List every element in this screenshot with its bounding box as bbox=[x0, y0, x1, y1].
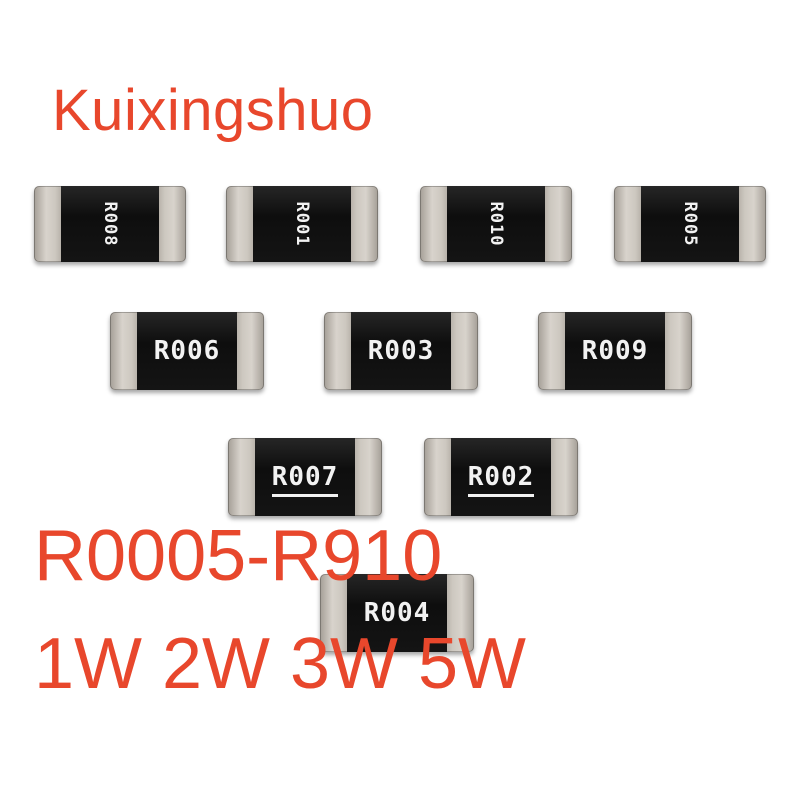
resistor-chip-r010: R010 bbox=[420, 186, 572, 262]
chip-code: R003 bbox=[367, 336, 435, 366]
resistor-chip-r002: R002 bbox=[424, 438, 578, 516]
chip-code: R009 bbox=[581, 336, 649, 366]
chip-code-text: R002 bbox=[467, 462, 535, 497]
resistor-chip-r001: R001 bbox=[226, 186, 378, 262]
brand-title: Kuixingshuo bbox=[52, 78, 374, 143]
resistor-chip-r008: R008 bbox=[34, 186, 186, 262]
chip-code: R004 bbox=[363, 598, 431, 628]
resistor-chip-r009: R009 bbox=[538, 312, 692, 390]
power-rating-text: 1W 2W 3W 5W bbox=[34, 624, 527, 704]
chip-code: R010 bbox=[486, 201, 506, 247]
chip-code: R007 bbox=[228, 462, 382, 497]
resistance-range-text: R0005-R910 bbox=[34, 516, 443, 596]
resistor-chip-r005: R005 bbox=[614, 186, 766, 262]
chip-code: R002 bbox=[424, 462, 578, 497]
resistor-chip-r007: R007 bbox=[228, 438, 382, 516]
chip-code: R006 bbox=[153, 336, 221, 366]
resistor-chip-r004: R004 bbox=[320, 574, 474, 652]
chip-code: R005 bbox=[680, 201, 700, 247]
resistor-chip-r003: R003 bbox=[324, 312, 478, 390]
chip-code: R001 bbox=[292, 201, 312, 247]
chip-code-text: R007 bbox=[271, 462, 339, 497]
chip-code: R008 bbox=[100, 201, 120, 247]
resistor-chip-r006: R006 bbox=[110, 312, 264, 390]
